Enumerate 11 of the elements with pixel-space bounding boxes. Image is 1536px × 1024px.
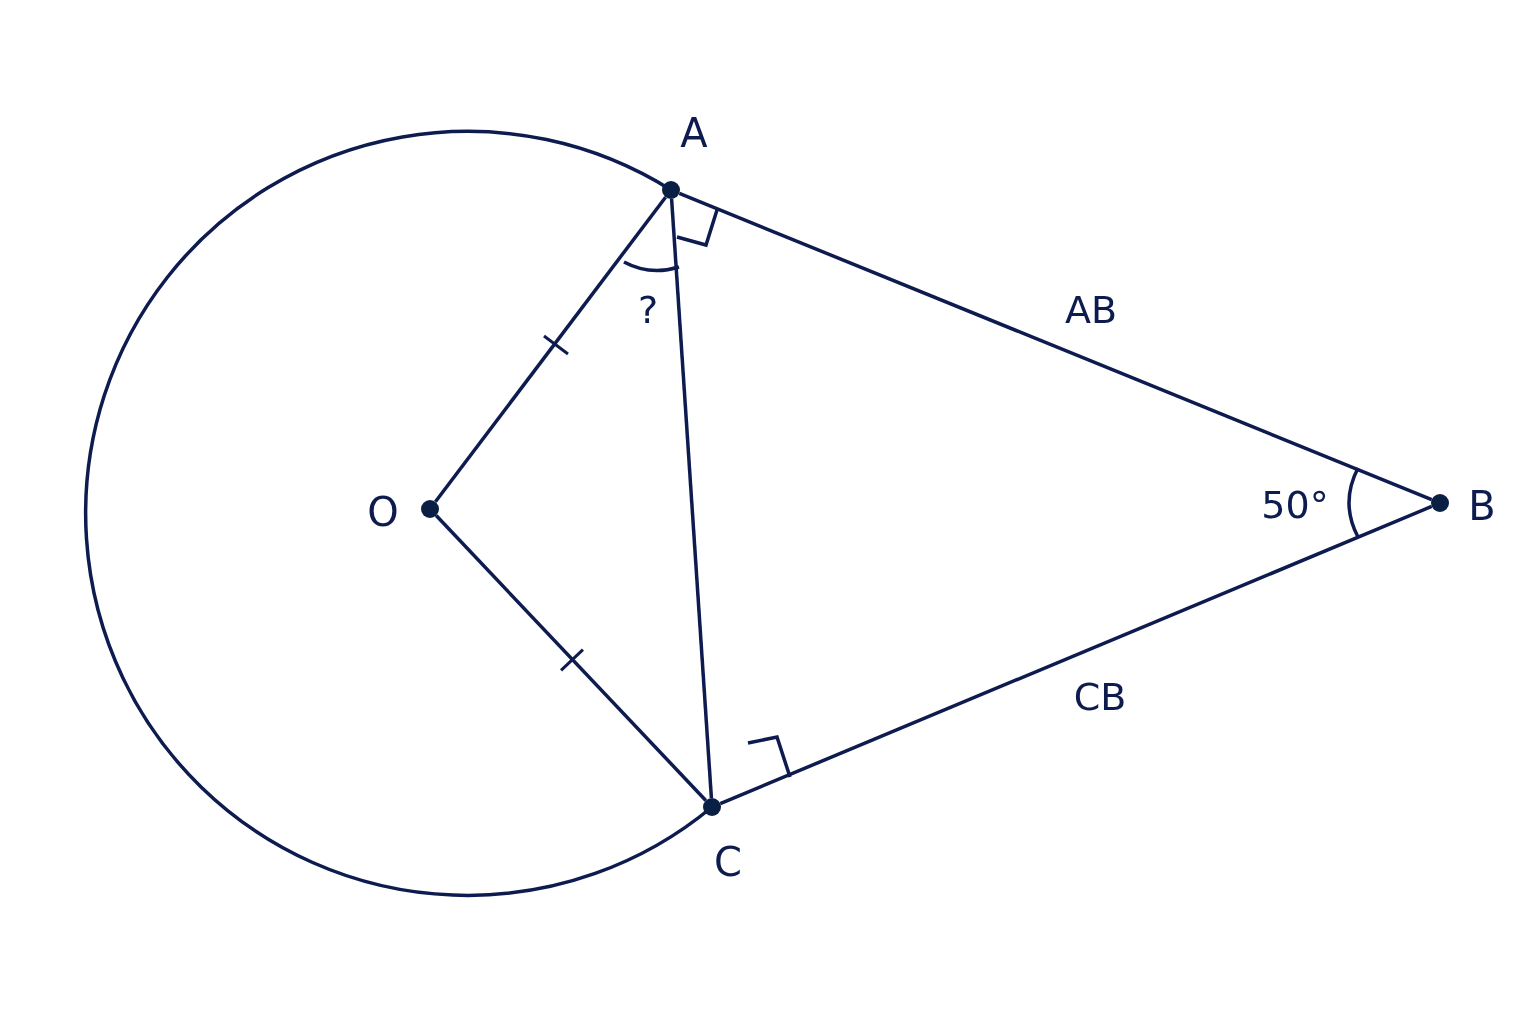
angle-label: 50°	[1260, 486, 1330, 524]
point-label: A	[680, 113, 708, 153]
line-segment	[719, 504, 1433, 806]
line-segment	[678, 191, 1433, 502]
point-label: B	[1468, 486, 1496, 526]
line-segment	[434, 196, 667, 503]
line-segment	[669, 198, 714, 799]
point-label: O	[367, 492, 399, 532]
line-segment	[434, 514, 708, 802]
point-label: C	[714, 842, 742, 882]
angle-label: ?	[636, 291, 660, 329]
